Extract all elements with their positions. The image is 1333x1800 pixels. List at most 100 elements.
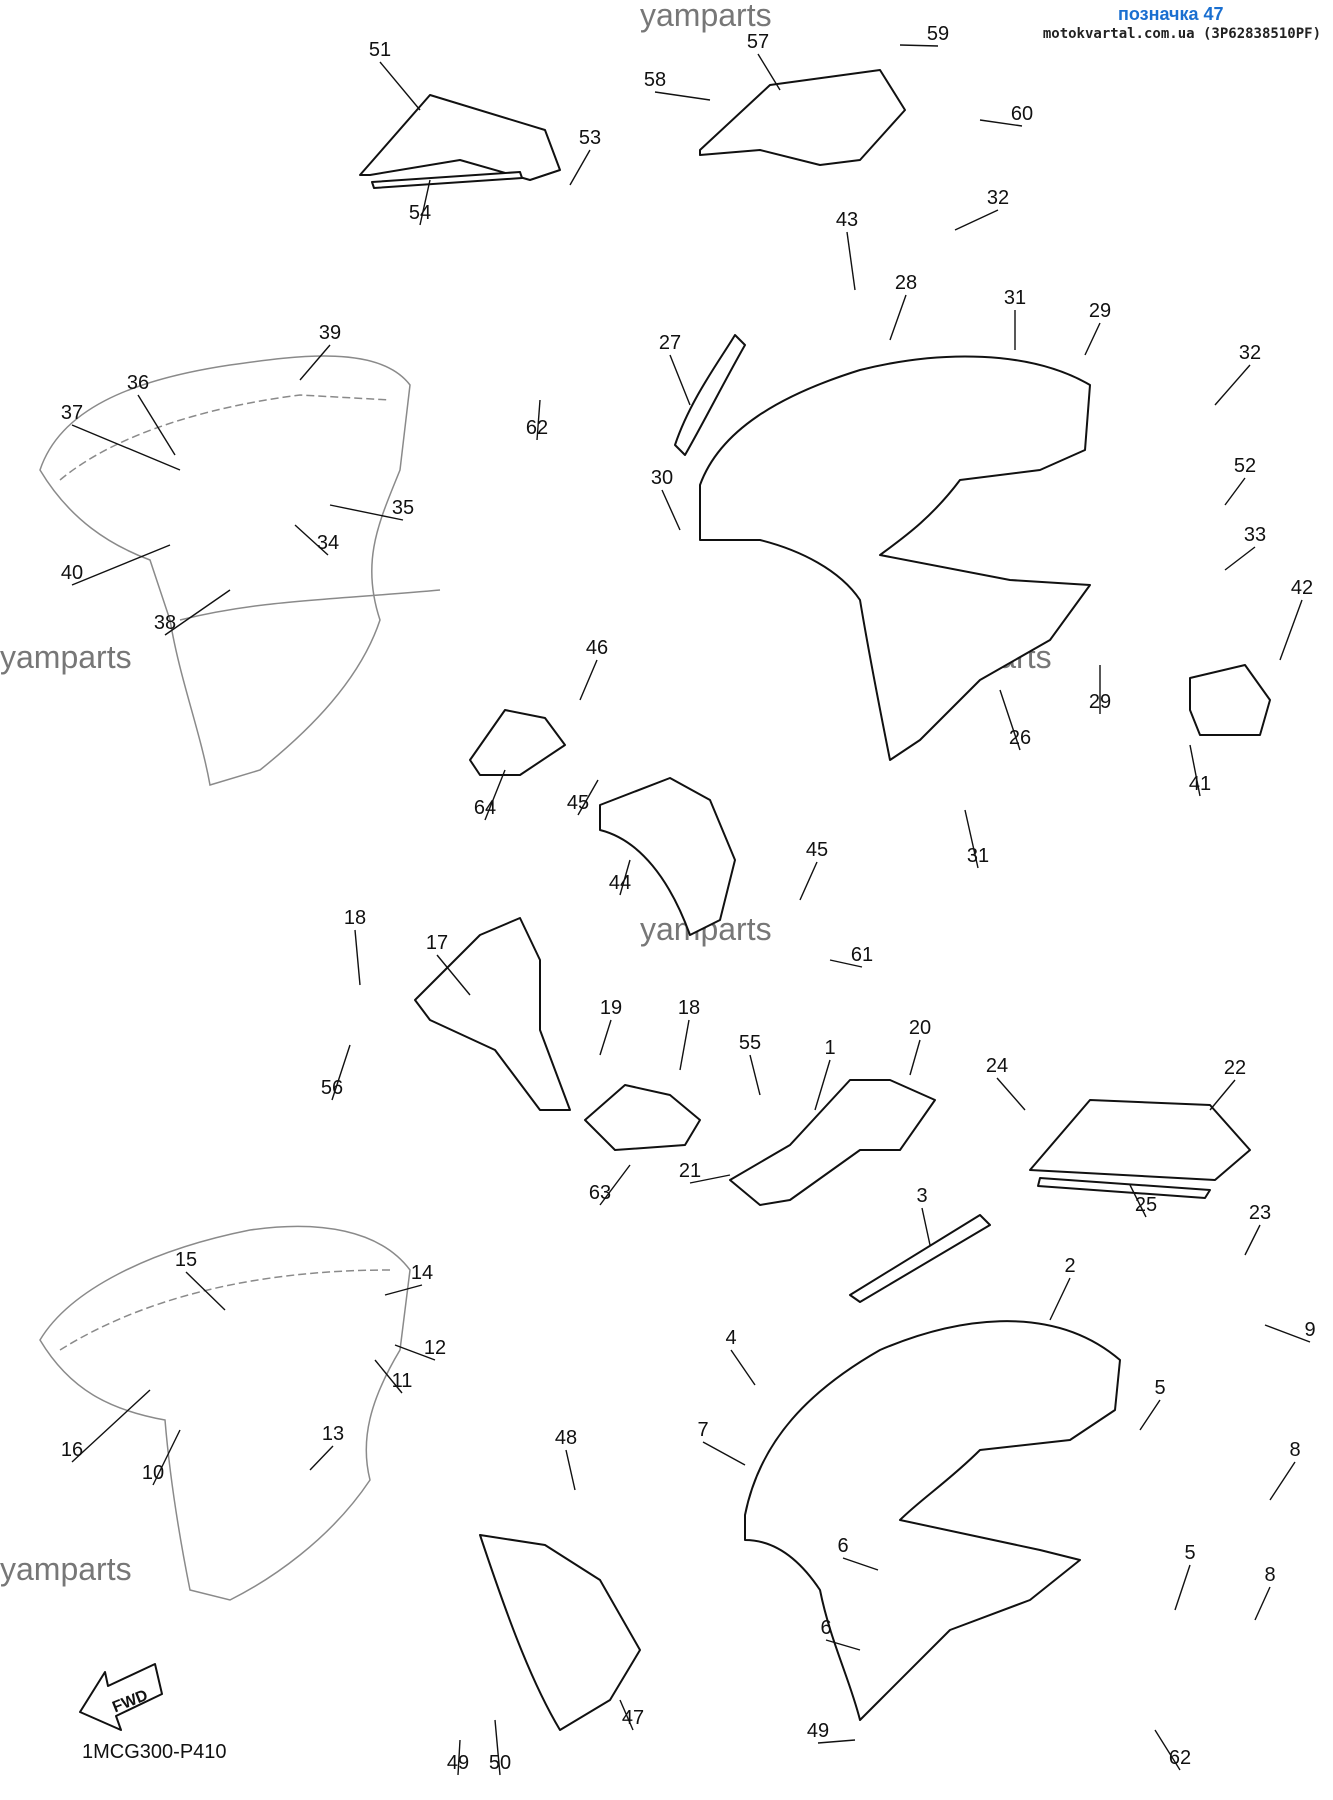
callout-leader-21 bbox=[689, 1174, 731, 1184]
callout-leader-29 bbox=[1084, 322, 1101, 356]
callout-18: 18 bbox=[678, 997, 700, 1019]
callout-leader-34 bbox=[294, 524, 329, 556]
callout-leader-6 bbox=[842, 1557, 879, 1571]
callout-leader-32 bbox=[954, 209, 999, 231]
watermark: yamparts bbox=[640, 0, 772, 33]
callout-leader-41 bbox=[1189, 744, 1201, 797]
callout-leader-3 bbox=[921, 1207, 931, 1246]
callout-leader-52 bbox=[1224, 477, 1246, 506]
callout-leader-49 bbox=[457, 1739, 461, 1776]
callout-leader-44 bbox=[619, 859, 631, 896]
callout-18: 18 bbox=[344, 907, 366, 929]
part-41-unit bbox=[1189, 664, 1271, 736]
diagram-code: 1MCG300-P410 bbox=[82, 1741, 227, 1763]
callout-leader-36 bbox=[137, 394, 176, 456]
callout-8: 8 bbox=[1264, 1564, 1275, 1586]
callout-leader-35 bbox=[329, 504, 404, 521]
callout-52: 52 bbox=[1234, 455, 1256, 477]
callout-leader-26 bbox=[999, 689, 1021, 751]
callout-15: 15 bbox=[175, 1249, 197, 1271]
reference-fairing-upper bbox=[39, 355, 441, 786]
callout-leader-59 bbox=[899, 44, 939, 47]
callout-49: 49 bbox=[807, 1720, 829, 1742]
callout-leader-64 bbox=[484, 769, 506, 821]
callout-5: 5 bbox=[1184, 1542, 1195, 1564]
part-22-panel bbox=[1029, 1099, 1251, 1181]
callout-56: 56 bbox=[321, 1077, 343, 1099]
callout-leader-45 bbox=[799, 861, 818, 901]
callout-leader-31 bbox=[964, 809, 979, 869]
callout-6: 6 bbox=[820, 1617, 831, 1639]
part-3-strip bbox=[849, 1214, 991, 1303]
callout-leader-14 bbox=[384, 1284, 423, 1296]
callout-20: 20 bbox=[909, 1017, 931, 1039]
callout-32: 32 bbox=[1239, 342, 1261, 364]
callout-leader-20 bbox=[909, 1039, 921, 1076]
callout-leader-62 bbox=[1154, 1729, 1181, 1771]
callout-36: 36 bbox=[127, 372, 149, 394]
callout-leader-13 bbox=[309, 1445, 334, 1471]
callout-leader-16 bbox=[71, 1389, 151, 1463]
callout-62: 62 bbox=[1169, 1747, 1191, 1769]
callout-53: 53 bbox=[579, 127, 601, 149]
callout-35: 35 bbox=[392, 497, 414, 519]
callout-leader-30 bbox=[661, 489, 681, 531]
callout-leader-49 bbox=[817, 1739, 856, 1744]
callout-31: 31 bbox=[967, 845, 989, 867]
callout-leader-37 bbox=[71, 424, 181, 471]
part-25-strip bbox=[1037, 1177, 1211, 1199]
callout-6: 6 bbox=[837, 1535, 848, 1557]
callout-leader-19 bbox=[599, 1019, 612, 1056]
callout-16: 16 bbox=[61, 1439, 83, 1461]
callout-10: 10 bbox=[142, 1462, 164, 1484]
callout-12: 12 bbox=[424, 1337, 446, 1359]
part-2-lower-fairing bbox=[744, 1320, 1121, 1721]
callout-leader-42 bbox=[1279, 599, 1303, 661]
callout-40: 40 bbox=[61, 562, 83, 584]
part-63-bracket bbox=[584, 1084, 701, 1151]
part-27-brace bbox=[674, 334, 746, 456]
fwd-arrow-icon: FWD bbox=[79, 1663, 163, 1731]
callout-49: 49 bbox=[447, 1752, 469, 1774]
callout-leader-47 bbox=[619, 1699, 634, 1731]
part-57-cover bbox=[699, 69, 906, 166]
callout-26: 26 bbox=[1009, 727, 1031, 749]
source-label: motokvartal.com.ua (3P62838510PF) bbox=[1042, 26, 1321, 42]
callout-39: 39 bbox=[319, 322, 341, 344]
callout-62: 62 bbox=[526, 417, 548, 439]
callout-29: 29 bbox=[1089, 300, 1111, 322]
callout-24: 24 bbox=[986, 1055, 1008, 1077]
callout-1: 1 bbox=[824, 1037, 835, 1059]
callout-11: 11 bbox=[392, 1370, 413, 1392]
callout-42: 42 bbox=[1291, 577, 1313, 599]
callout-leader-1 bbox=[814, 1059, 831, 1111]
callout-9: 9 bbox=[1304, 1319, 1315, 1341]
callout-31: 31 bbox=[1004, 287, 1026, 309]
callout-47: 47 bbox=[622, 1707, 644, 1729]
callout-leader-22 bbox=[1209, 1079, 1236, 1111]
callout-leader-28 bbox=[889, 294, 907, 341]
callout-28: 28 bbox=[895, 272, 917, 294]
callout-leader-8 bbox=[1269, 1461, 1296, 1501]
callout-34: 34 bbox=[317, 532, 339, 554]
callout-25: 25 bbox=[1135, 1194, 1157, 1216]
callout-leader-55 bbox=[749, 1054, 761, 1096]
callout-2: 2 bbox=[1064, 1255, 1075, 1277]
callout-leader-51 bbox=[379, 61, 421, 111]
part-44-inner-panel bbox=[599, 777, 736, 936]
watermark: yamparts bbox=[0, 1551, 132, 1587]
callout-30: 30 bbox=[651, 467, 673, 489]
callout-leader-46 bbox=[579, 659, 598, 701]
callout-43: 43 bbox=[836, 209, 858, 231]
callout-leader-4 bbox=[730, 1349, 756, 1386]
callout-17: 17 bbox=[426, 932, 448, 954]
callout-leader-33 bbox=[1224, 546, 1256, 571]
callout-leader-5 bbox=[1174, 1564, 1191, 1611]
callout-50: 50 bbox=[489, 1752, 511, 1774]
callout-45: 45 bbox=[567, 792, 589, 814]
callout-leader-11 bbox=[374, 1359, 403, 1394]
part-51-panel bbox=[359, 94, 561, 181]
part-20-bracket bbox=[729, 1079, 936, 1206]
part-17-stay bbox=[414, 917, 571, 1111]
